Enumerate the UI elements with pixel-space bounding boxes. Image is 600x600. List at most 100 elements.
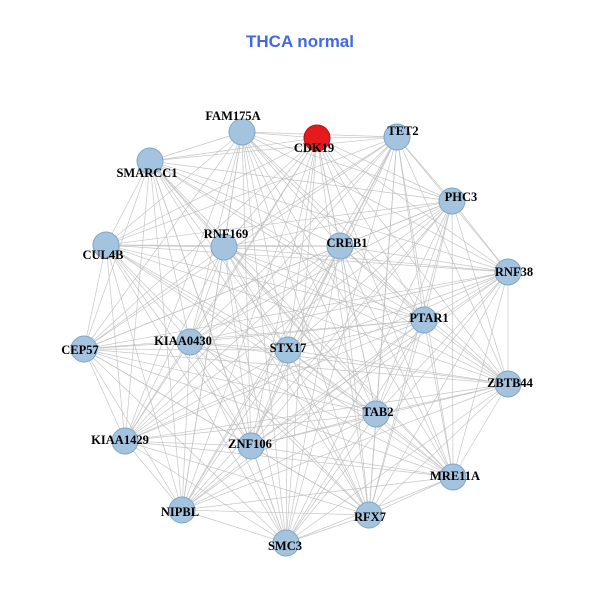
- edge-CDK19-KIAA1429: [124, 137, 318, 442]
- edge-RNF38-PTAR1: [423, 271, 509, 321]
- node-label-SMARCC1: SMARCC1: [116, 166, 177, 180]
- edge-STX17-ZBTB44: [287, 349, 509, 385]
- node-SMC3: [272, 529, 300, 557]
- node-TAB2: [362, 400, 390, 428]
- edge-KIAA0430-NIPBL: [181, 341, 191, 511]
- edge-PHC3-ZNF106: [250, 200, 453, 447]
- edge-CREB1-SMC3: [285, 245, 341, 544]
- edge-RNF169-ZBTB44: [223, 246, 509, 385]
- edge-CREB1-KIAA0430: [189, 245, 341, 343]
- edge-SMARCC1-KIAA1429: [124, 160, 151, 442]
- edge-RNF38-STX17: [287, 271, 509, 351]
- node-label-TAB2: TAB2: [362, 405, 393, 419]
- node-ZNF106: [237, 432, 265, 460]
- node-CUL4B: [92, 231, 120, 259]
- edge-PTAR1-STX17: [287, 319, 425, 351]
- edge-CREB1-STX17: [287, 245, 341, 351]
- edge-KIAA1429-SMC3: [124, 440, 287, 544]
- node-CEP57: [70, 335, 98, 363]
- edge-PHC3-RNF169: [223, 200, 453, 248]
- edge-SMARCC1-NIPBL: [149, 160, 183, 511]
- edge-CDK19-ZNF106: [250, 137, 318, 447]
- edge-CUL4B-RFX7: [105, 244, 370, 516]
- edge-PHC3-MRE11A: [451, 200, 454, 478]
- edge-SMARCC1-RNF169: [149, 160, 225, 248]
- edge-RNF38-CEP57: [83, 271, 509, 350]
- node-label-TET2: TET2: [387, 124, 418, 138]
- edge-STX17-NIPBL: [181, 349, 289, 511]
- node-label-CUL4B: CUL4B: [83, 248, 124, 262]
- node-CDK19: [303, 124, 331, 152]
- edge-KIAA0430-TAB2: [189, 341, 377, 415]
- node-label-NIPBL: NIPBL: [161, 505, 199, 519]
- edge-RNF38-ZNF106: [250, 271, 509, 447]
- node-label-STX17: STX17: [270, 341, 307, 355]
- edge-PHC3-TAB2: [375, 200, 453, 415]
- edge-CEP57-MRE11A: [83, 348, 454, 478]
- edge-PHC3-SMC3: [285, 200, 453, 544]
- edge-STX17-SMC3: [285, 349, 289, 544]
- edge-SMARCC1-TAB2: [149, 160, 377, 415]
- edge-STX17-KIAA1429: [124, 349, 289, 442]
- edge-SMARCC1-KIAA0430: [149, 160, 191, 343]
- edge-ZBTB44-MRE11A: [452, 383, 509, 478]
- edge-CUL4B-CEP57: [83, 244, 107, 350]
- edge-CUL4B-RNF38: [105, 244, 509, 273]
- edge-STX17-RFX7: [287, 349, 370, 516]
- edge-RNF38-RFX7: [368, 271, 509, 516]
- edge-ZBTB44-RFX7: [368, 383, 509, 516]
- edge-NIPBL-RFX7: [181, 509, 370, 516]
- edge-CREB1-KIAA1429: [124, 245, 341, 442]
- node-layer: [70, 118, 522, 557]
- edge-SMARCC1-CUL4B: [105, 160, 151, 246]
- node-PHC3: [438, 187, 466, 215]
- edge-CUL4B-PTAR1: [105, 244, 425, 321]
- edge-ZBTB44-KIAA1429: [124, 383, 509, 442]
- edge-PHC3-RFX7: [368, 200, 453, 516]
- edge-PTAR1-KIAA1429: [124, 319, 425, 442]
- edge-CUL4B-KIAA0430: [105, 244, 191, 343]
- edge-RNF169-PTAR1: [223, 246, 425, 321]
- edge-ZBTB44-NIPBL: [181, 383, 509, 511]
- chart-title: THCA normal: [246, 32, 354, 51]
- node-label-PHC3: PHC3: [445, 190, 478, 204]
- edge-CDK19-SMC3: [285, 137, 318, 544]
- node-SMARCC1: [136, 147, 164, 175]
- node-label-FAM175A: FAM175A: [205, 109, 260, 123]
- edge-TET2-CUL4B: [105, 136, 398, 246]
- edge-PHC3-RNF38: [451, 200, 509, 273]
- edge-RNF169-CEP57: [83, 246, 225, 350]
- node-RFX7: [355, 501, 383, 529]
- node-label-CDK19: CDK19: [294, 141, 334, 155]
- node-PTAR1: [410, 306, 438, 334]
- edge-ZNF106-MRE11A: [250, 445, 454, 478]
- edge-ZNF106-RFX7: [250, 445, 370, 516]
- edge-TET2-RNF169: [223, 136, 398, 248]
- edge-RNF169-KIAA0430: [189, 246, 225, 343]
- edge-ZBTB44-SMC3: [285, 383, 509, 544]
- edge-SMARCC1-CEP57: [83, 160, 151, 350]
- edge-KIAA0430-STX17: [189, 341, 289, 351]
- edge-RFX7-SMC3: [285, 514, 370, 544]
- edge-CREB1-RFX7: [339, 245, 370, 516]
- edge-TET2-SMC3: [285, 136, 398, 544]
- edge-KIAA1429-RFX7: [124, 440, 370, 516]
- edge-CUL4B-TAB2: [105, 244, 377, 415]
- edge-RNF38-MRE11A: [452, 271, 509, 478]
- node-label-CEP57: CEP57: [61, 343, 99, 357]
- edge-PTAR1-NIPBL: [181, 319, 425, 511]
- edge-TET2-KIAA0430: [189, 136, 398, 343]
- edge-FAM175A-SMC3: [241, 131, 287, 544]
- edge-KIAA0430-ZBTB44: [189, 341, 509, 385]
- edge-CREB1-MRE11A: [339, 245, 454, 478]
- node-NIPBL: [168, 496, 196, 524]
- edge-CREB1-CEP57: [83, 245, 341, 350]
- edge-SMARCC1-ZBTB44: [149, 160, 509, 385]
- node-label-SMC3: SMC3: [268, 539, 302, 553]
- edge-PTAR1-SMC3: [285, 319, 425, 544]
- edge-CREB1-RNF38: [339, 245, 509, 273]
- node-label-PTAR1: PTAR1: [409, 311, 448, 325]
- edge-CDK19-CEP57: [83, 137, 318, 350]
- edge-CDK19-SMARCC1: [149, 137, 318, 162]
